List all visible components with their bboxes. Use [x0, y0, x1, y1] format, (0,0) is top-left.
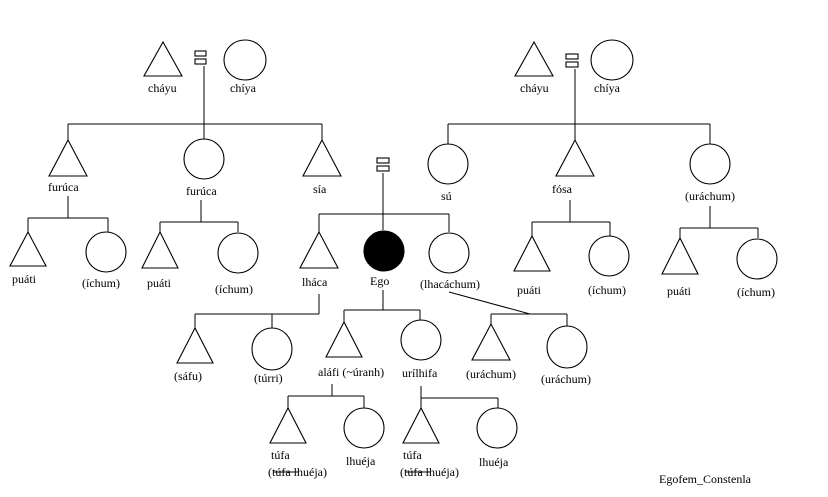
- label-puati-2: puáti: [147, 276, 172, 290]
- male-symbol-urachum-1: [471, 322, 511, 361]
- label-grandmother-right: chíya: [594, 81, 621, 95]
- male-symbol-safu: [176, 326, 214, 364]
- label-puati-3: puáti: [517, 283, 542, 297]
- label-tufa-alt-2-rest: lhuéja): [423, 465, 459, 479]
- label-turri: (túrri): [254, 371, 283, 385]
- label-ichum-4: (íchum): [737, 285, 775, 299]
- male-symbol-puati-4: [661, 236, 699, 275]
- male-symbol-alafi: [325, 320, 363, 358]
- label-ichum-1: (íchum): [82, 276, 120, 290]
- female-symbol-lhacachum: [428, 232, 470, 274]
- label-lhueja-2: lhuéja: [479, 455, 509, 469]
- male-symbol-tufa-2: [402, 406, 440, 444]
- label-grandfather-right: cháyu: [520, 81, 549, 95]
- ego-symbol: [363, 230, 405, 272]
- label-puati-4: puáti: [667, 284, 692, 298]
- male-symbol-puati-2: [141, 230, 179, 269]
- male-symbol-furuca: [48, 138, 88, 177]
- label-lhacachum: (lhacáchum): [420, 277, 480, 291]
- female-symbol-ichum-1: [85, 231, 127, 273]
- label-grandmother-left: chíya: [230, 81, 257, 95]
- label-urilhifa: urílhifa: [402, 366, 438, 380]
- male-symbol-puati-1: [9, 230, 47, 267]
- label-alafi: aláfi (~úranh): [318, 365, 384, 379]
- female-symbol-urachum-2: [546, 325, 588, 369]
- female-symbol-lhueja-1: [343, 407, 385, 449]
- label-fosa: fósa: [552, 182, 573, 196]
- male-symbol-puati-3: [513, 234, 551, 272]
- label-urachum-2: (uráchum): [541, 372, 591, 386]
- male-symbol-grandfather-left: [143, 40, 183, 77]
- label-safu: (sáfu): [174, 369, 202, 383]
- label-urachum-1: (uráchum): [466, 367, 516, 381]
- label-tufa-2: túfa: [403, 448, 422, 462]
- label-su: sú: [441, 189, 452, 203]
- label-lhueja-1: lhuéja: [346, 454, 376, 468]
- marriage-symbol-ego: [376, 157, 390, 172]
- label-urachum-aunt: (uráchum): [685, 189, 735, 203]
- label-furuca-daughter: furúca: [186, 184, 217, 198]
- female-symbol-grandmother-right: [590, 39, 634, 81]
- label-puati-1: puáti: [12, 272, 37, 286]
- male-symbol-lhaca: [299, 230, 339, 269]
- label-tufa-1: túfa: [271, 448, 290, 462]
- label-ego: Ego: [370, 274, 389, 288]
- label-ichum-2: (íchum): [215, 282, 253, 296]
- male-symbol-fosa: [555, 138, 595, 177]
- label-ichum-3: (íchum): [588, 283, 626, 297]
- female-symbol-urachum-aunt: [689, 143, 731, 185]
- female-symbol-furuca: [183, 138, 225, 180]
- female-symbol-turri: [251, 327, 293, 371]
- female-symbol-lhueja-2: [476, 407, 518, 449]
- female-symbol-grandmother-left: [223, 39, 267, 81]
- label-furuca-son: furúca: [48, 180, 79, 194]
- female-symbol-ichum-2: [217, 232, 259, 274]
- male-symbol-grandfather-right: [514, 40, 554, 77]
- label-sia: sía: [313, 182, 327, 196]
- female-symbol-ichum-3: [588, 235, 630, 277]
- male-symbol-sia: [302, 138, 342, 177]
- marriage-symbol-left: [194, 50, 207, 65]
- label-grandfather-left: cháyu: [148, 81, 177, 95]
- female-symbol-su: [427, 143, 469, 185]
- female-symbol-ichum-4: [736, 238, 778, 280]
- marriage-symbol-right: [565, 53, 579, 68]
- label-lhaca: lháca: [302, 275, 328, 289]
- label-tufa-alt-1-rest: lhuéja): [291, 465, 327, 479]
- female-symbol-urilhifa: [400, 319, 442, 361]
- credit-label: Egofem_Constenla: [659, 472, 752, 486]
- male-symbol-tufa-1: [269, 406, 307, 444]
